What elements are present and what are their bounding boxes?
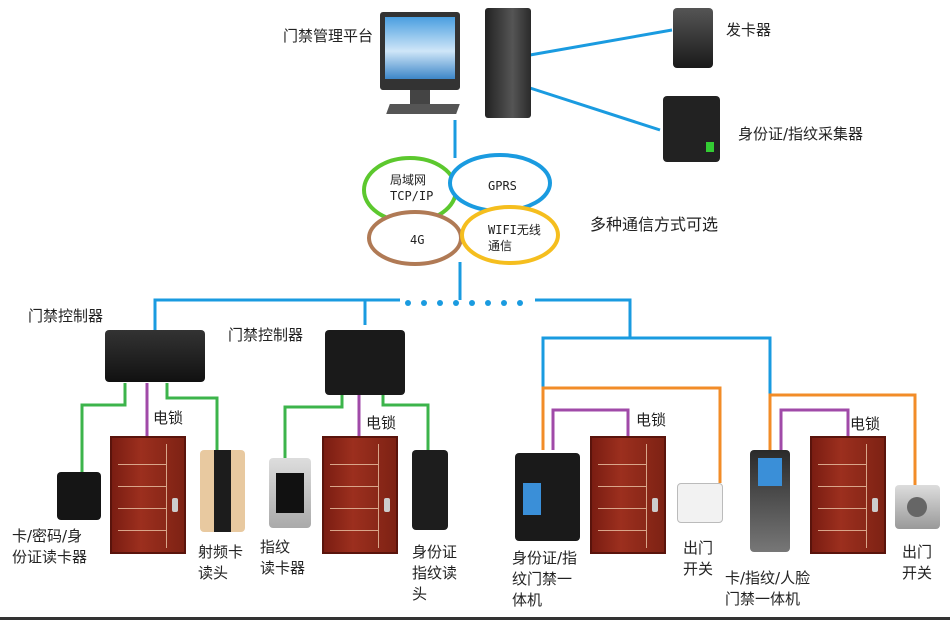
exit2-line2: 开关 (902, 564, 933, 582)
lan-line1: 局域网 (390, 173, 427, 187)
door-handle-icon (172, 498, 178, 512)
network-caption: 多种通信方式可选 (590, 215, 719, 234)
card-issuer-icon (673, 8, 713, 68)
exit-switch-1-icon (677, 483, 723, 523)
network-lines (153, 28, 772, 450)
fp-line1: 指纹 (260, 538, 291, 556)
lock-label-3: 电锁 (636, 411, 667, 429)
face-line1: 卡/指纹/人脸 (725, 569, 811, 587)
face-terminal-icon (750, 450, 790, 552)
id-collector-label: 身份证/指纹采集器 (738, 125, 864, 143)
rfid-line2: 读头 (198, 564, 229, 582)
lan-line2: TCP/IP (390, 189, 434, 203)
door-handle-icon (872, 498, 878, 512)
keyboard (386, 104, 460, 114)
exit-switch-2-icon (895, 485, 940, 529)
card-issuer-label: 发卡器 (726, 21, 772, 39)
data-lines (80, 383, 430, 472)
id-fp-reader-icon (412, 450, 448, 530)
lock-label-2: 电锁 (366, 414, 397, 432)
keypad-line2: 份证读卡器 (12, 548, 88, 566)
keypad-line1: 卡/密码/身 (12, 527, 83, 545)
id-collector-icon (663, 96, 720, 162)
door-handle-icon (652, 498, 658, 512)
lock-label-1: 电锁 (153, 409, 184, 427)
keypad-reader-label: 卡/密码/身份证读卡器 (12, 526, 87, 568)
door-3 (590, 436, 666, 554)
face-line2: 门禁一体机 (725, 590, 801, 608)
term-line1: 身份证/指 (512, 549, 578, 567)
computer-tower (485, 8, 531, 118)
term-line3: 体机 (512, 591, 543, 609)
clouds (362, 153, 560, 266)
idfp-line3: 头 (412, 585, 428, 603)
cloud-wifi (460, 205, 560, 265)
controller-2-label: 门禁控制器 (228, 326, 304, 344)
cloud-4g-label: 4G (410, 233, 425, 247)
fingerprint-reader-label: 指纹读卡器 (260, 537, 305, 579)
network-dots (405, 300, 523, 306)
fp-line2: 读卡器 (260, 559, 306, 577)
wifi-line2: 通信 (488, 239, 513, 253)
exit2-line1: 出门 (902, 543, 933, 561)
idfp-line2: 指纹读 (412, 564, 458, 582)
lock-label-4: 电锁 (850, 415, 881, 433)
id-fp-reader-label: 身份证指纹读头 (412, 542, 457, 605)
door-4 (810, 436, 886, 554)
cloud-gprs-label: GPRS (488, 179, 517, 193)
exit1-line1: 出门 (683, 539, 714, 557)
computer-stand (410, 90, 430, 104)
idfp-line1: 身份证 (412, 543, 458, 561)
rfid-reader-label: 射频卡读头 (198, 542, 243, 584)
id-fp-terminal-label: 身份证/指纹门禁一体机 (512, 548, 577, 611)
exit-switch-1-label: 出门开关 (683, 538, 713, 580)
exit1-line2: 开关 (683, 560, 714, 578)
fingerprint-reader-icon (269, 458, 311, 528)
door-2 (322, 436, 398, 554)
door-1 (110, 436, 186, 554)
cloud-wifi-label: WIFI无线通信 (488, 222, 541, 254)
id-fp-terminal-icon (515, 453, 580, 541)
exit-lines (541, 386, 917, 485)
door-handle-icon (384, 498, 390, 512)
exit-switch-2-label: 出门开关 (902, 542, 932, 584)
cloud-lan-label: 局域网 TCP/IP (390, 172, 433, 204)
keypad-reader-icon (57, 472, 101, 520)
lock-lines (145, 383, 850, 450)
rfid-reader-icon (200, 450, 245, 532)
wifi-line1: WIFI无线 (488, 223, 541, 237)
computer-monitor (380, 12, 460, 90)
platform-label: 门禁管理平台 (283, 27, 374, 45)
controller-1-icon (105, 330, 205, 382)
controller-2-icon (325, 330, 405, 395)
controller-1-label: 门禁控制器 (28, 307, 104, 325)
term-line2: 纹门禁一 (512, 570, 573, 588)
face-terminal-label: 卡/指纹/人脸门禁一体机 (725, 568, 810, 610)
rfid-line1: 射频卡 (198, 543, 244, 561)
bottom-border (0, 617, 950, 620)
